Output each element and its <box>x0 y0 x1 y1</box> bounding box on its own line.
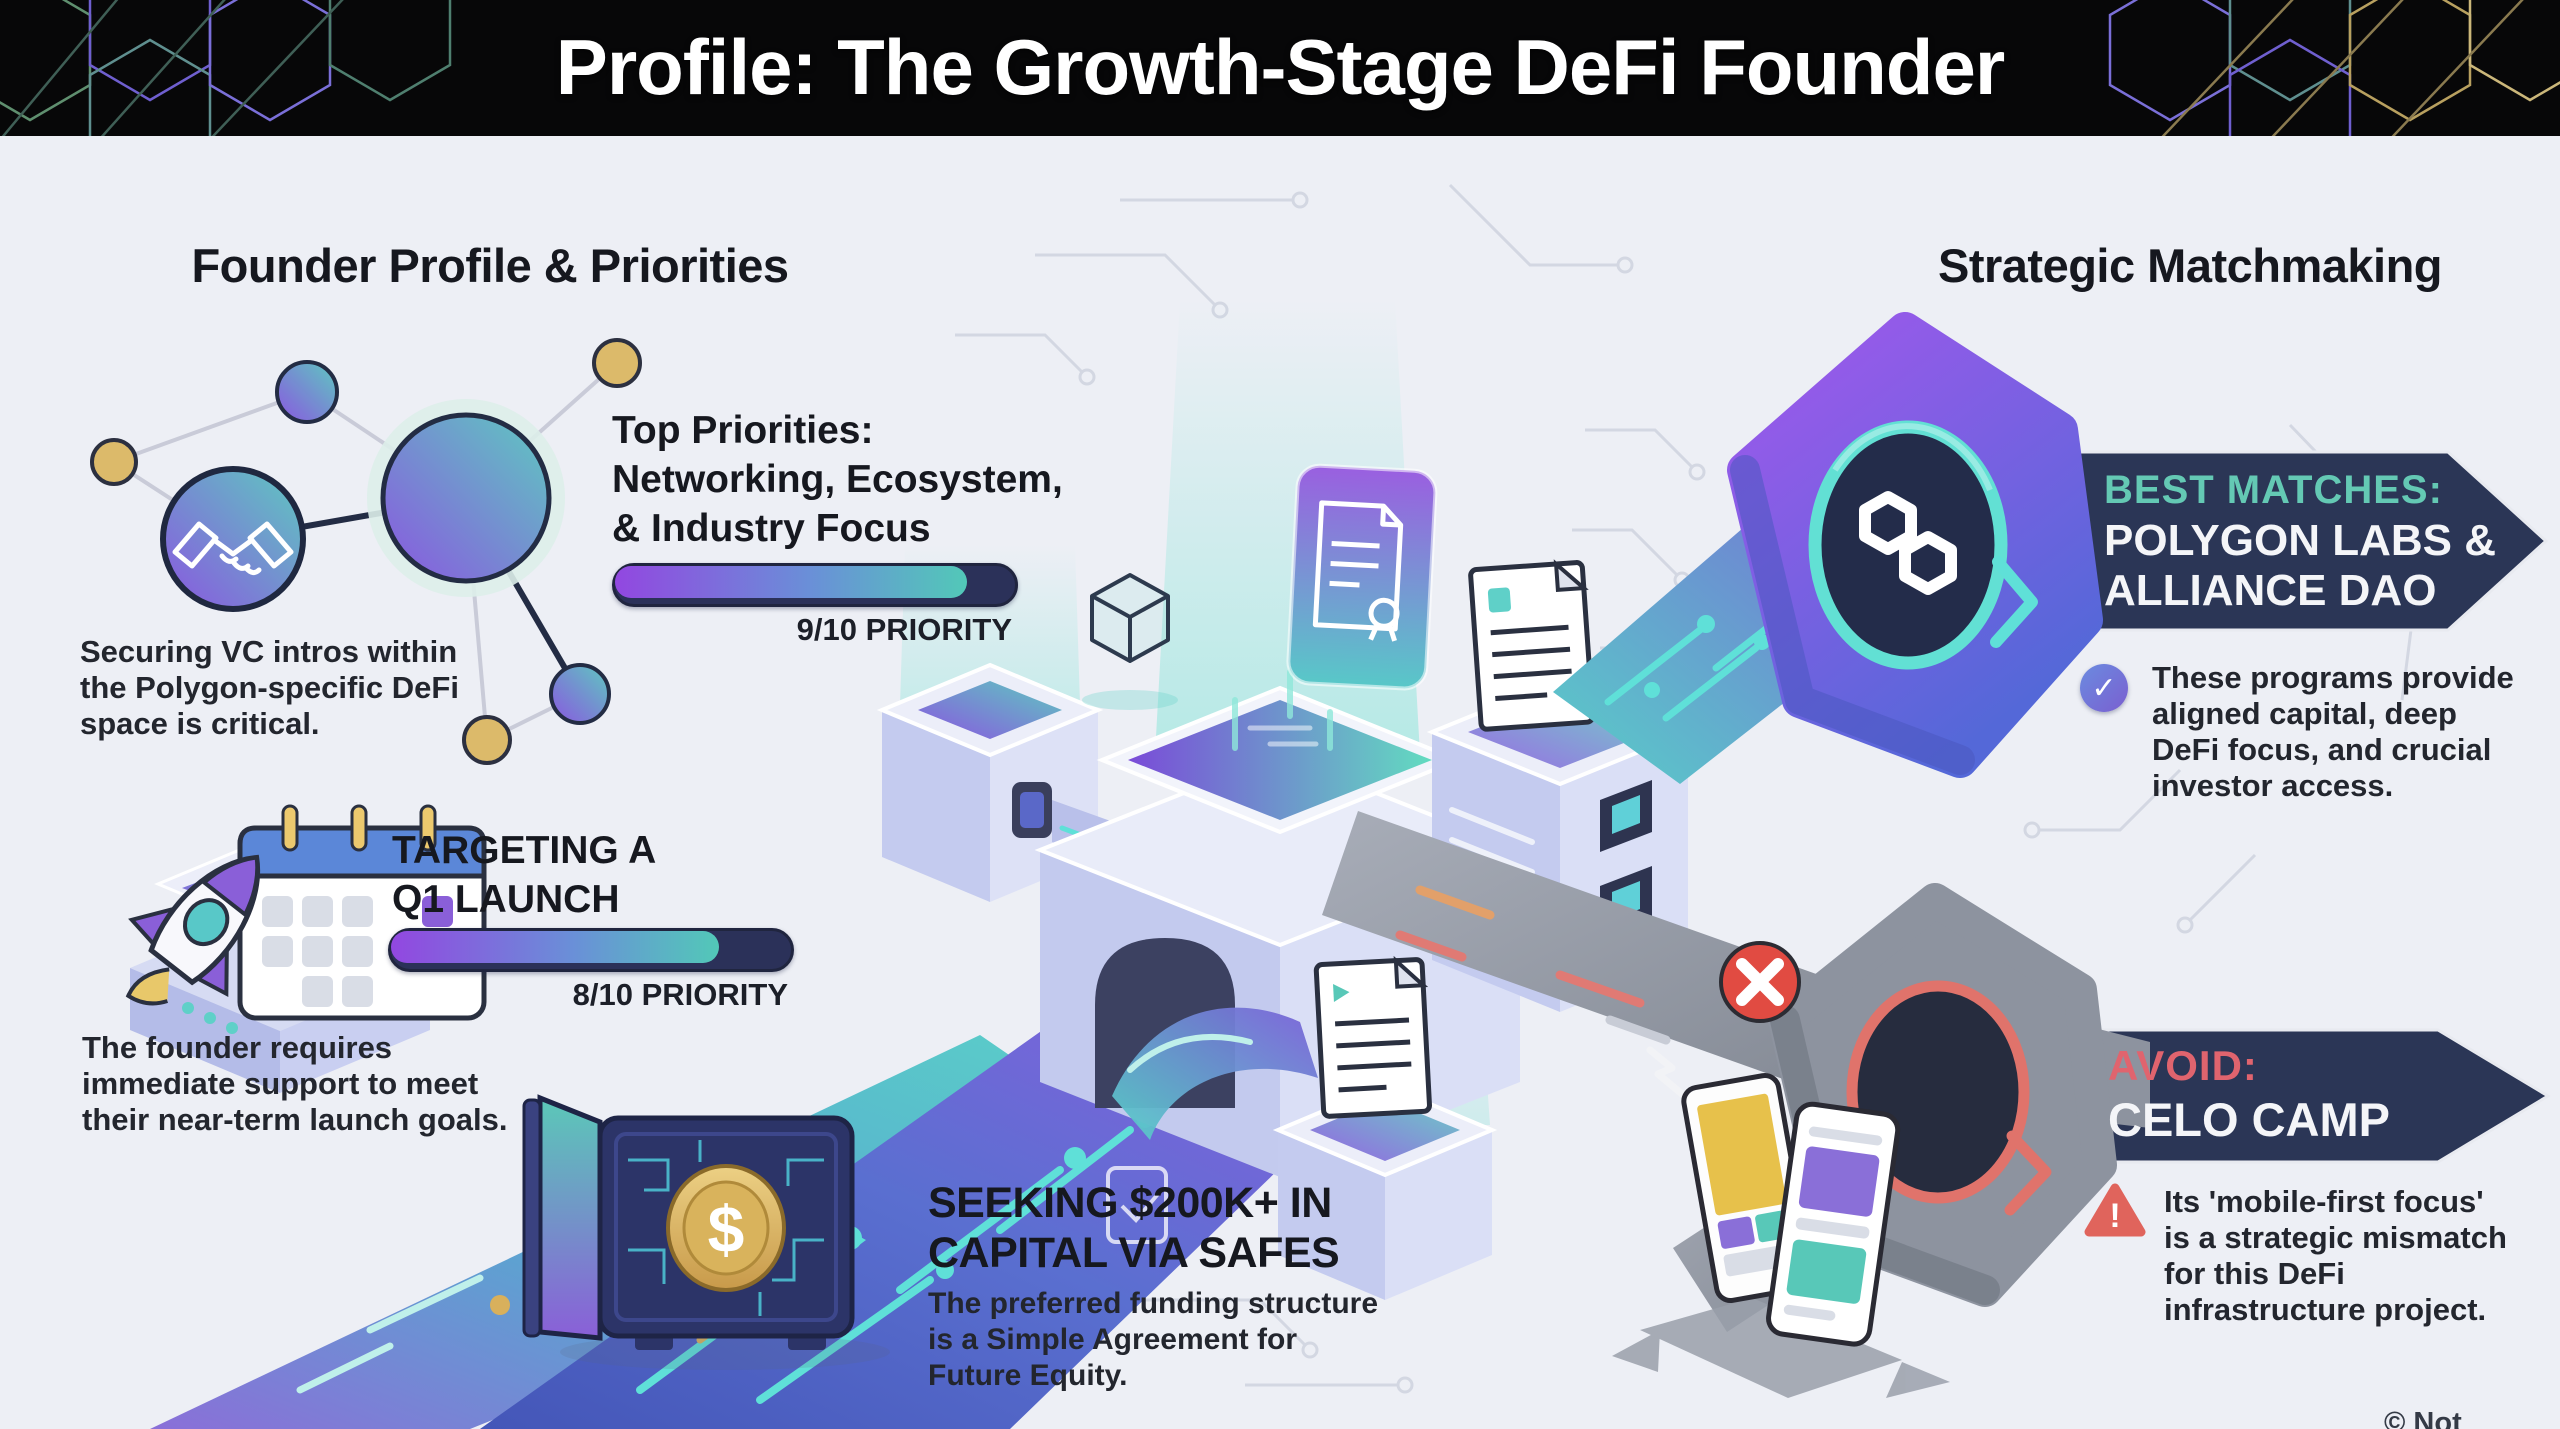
priority-networking-title: Top Priorities: Networking, Ecosystem, &… <box>612 406 1063 553</box>
note-line: for this DeFi <box>2164 1256 2345 1291</box>
best-matches-name-line2: ALLIANCE DAO <box>2104 566 2437 615</box>
priority-launch-score: 8/10 PRIORITY <box>572 977 788 1012</box>
priority-networking-title-line1: Top Priorities: <box>612 409 874 452</box>
note-line: the Polygon-specific DeFi <box>80 670 459 705</box>
priority-launch-bar <box>388 928 794 972</box>
warning-icon: ! <box>2084 1182 2146 1243</box>
priority-launch-title-line2: Q1 LAUNCH <box>392 878 620 921</box>
page-title: Profile: The Growth-Stage DeFi Founder <box>555 23 2005 111</box>
funding-note: The preferred funding structure is a Sim… <box>928 1286 1378 1394</box>
note-line: The founder requires <box>82 1030 393 1065</box>
mobile-phones-icon <box>1612 1073 1950 1398</box>
best-matches-name-line1: POLYGON LABS & <box>2104 516 2496 565</box>
note-line: is a Simple Agreement for <box>928 1323 1297 1356</box>
priority-launch-note: The founder requires immediate support t… <box>82 1030 508 1138</box>
priority-launch-title: TARGETING A Q1 LAUNCH <box>392 826 656 924</box>
handshake-icon <box>172 521 294 576</box>
priority-networking-title-line2: Networking, Ecosystem, <box>612 458 1063 501</box>
priority-networking-score: 9/10 PRIORITY <box>796 612 1012 647</box>
note-line: These programs provide <box>2152 660 2514 695</box>
note-line: aligned capital, deep <box>2152 696 2457 731</box>
certificate-card-icon <box>1286 463 1438 691</box>
priority-networking-bar-fill <box>615 566 967 598</box>
polygon-logo-icon <box>1859 491 1957 595</box>
right-section-heading: Strategic Matchmaking <box>1937 239 2443 292</box>
dollar-icon: $ <box>708 1192 745 1266</box>
hex-pattern-left <box>0 0 452 136</box>
wireframe-cube-icon <box>1082 573 1178 710</box>
funding-title: SEEKING $200K+ IN CAPITAL VIA SAFES <box>928 1178 1340 1278</box>
note-line: The preferred funding structure <box>928 1287 1379 1320</box>
priority-networking-title-line3: & Industry Focus <box>612 507 931 550</box>
polygon-portal <box>1727 312 2103 778</box>
funding-title-line1: SEEKING $200K+ IN <box>928 1179 1332 1227</box>
note-line: investor access. <box>2152 768 2394 803</box>
note-line: space is critical. <box>80 706 320 741</box>
copyright-watermark: © Not <box>2384 1407 2462 1429</box>
network-diagram <box>90 338 642 765</box>
best-matches-label: BEST MATCHES: <box>2104 468 2443 512</box>
safe-vault-icon: $ <box>522 1094 890 1370</box>
note-line: Securing VC intros within <box>80 634 458 669</box>
check-icon: ✓ <box>2080 664 2128 712</box>
note-line: Future Equity. <box>928 1359 1128 1392</box>
avoid-portal <box>1768 883 2117 1307</box>
tower-bottom <box>1272 955 1498 1300</box>
x-mark-icon <box>1719 941 1801 1023</box>
rocket-icon <box>125 854 261 1006</box>
priority-networking-bar <box>612 563 1018 607</box>
note-line: infrastructure project. <box>2164 1292 2487 1327</box>
note-line: is a strategic mismatch <box>2164 1220 2507 1255</box>
priority-launch-title-line1: TARGETING A <box>392 829 657 872</box>
left-section-heading: Founder Profile & Priorities <box>191 239 789 292</box>
note-line: Its 'mobile-first focus' <box>2164 1184 2484 1219</box>
warning-glyph: ! <box>2109 1197 2120 1235</box>
avoid-note: Its 'mobile-first focus' is a strategic … <box>2164 1184 2507 1328</box>
best-matches-note: These programs provide aligned capital, … <box>2152 660 2514 804</box>
avoid-label: AVOID: <box>2108 1042 2258 1089</box>
priority-launch-bar-fill <box>391 931 719 963</box>
header-bar <box>0 0 2560 136</box>
note-line: immediate support to meet <box>82 1066 479 1101</box>
funding-title-line2: CAPITAL VIA SAFES <box>928 1229 1340 1277</box>
note-line: their near-term launch goals. <box>82 1102 508 1137</box>
priority-networking-note: Securing VC intros within the Polygon-sp… <box>80 634 459 742</box>
note-line: DeFi focus, and crucial <box>2152 732 2492 767</box>
avoid-name-line1: CELO CAMP <box>2108 1093 2390 1146</box>
hex-pattern-right <box>2108 0 2560 136</box>
